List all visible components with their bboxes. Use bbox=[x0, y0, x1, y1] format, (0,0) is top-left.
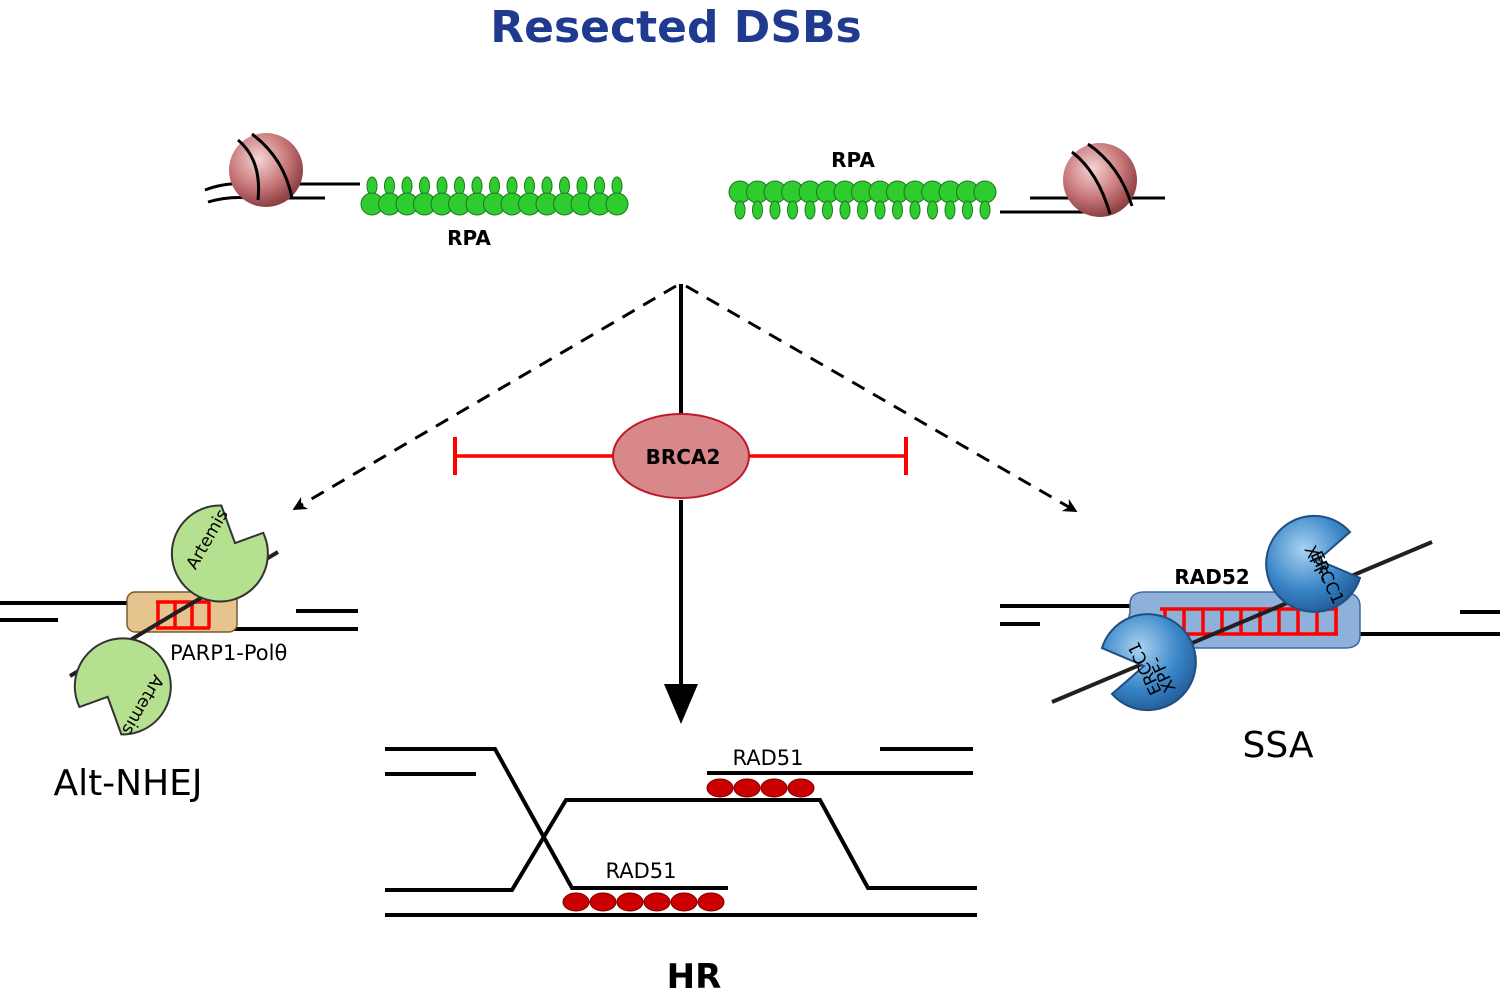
rad51-label-top: RAD51 bbox=[733, 746, 804, 770]
brca2-label: BRCA2 bbox=[646, 445, 721, 469]
nucleosome-icon bbox=[229, 132, 303, 207]
hr-label: HR bbox=[667, 957, 722, 997]
parp-pol-label: PARP1-Polθ bbox=[170, 641, 287, 665]
brca2-node bbox=[612, 413, 750, 499]
pathway-arrows bbox=[292, 284, 1078, 724]
nucleosome-icon bbox=[1063, 142, 1137, 217]
hr-pathway: RAD51 RAD51 HR bbox=[385, 746, 977, 997]
annealed-microhomology bbox=[156, 600, 211, 630]
rad51-label-bottom: RAD51 bbox=[606, 859, 677, 883]
rpa-label-right: RPA bbox=[831, 148, 875, 172]
rad52-label: RAD52 bbox=[1174, 565, 1249, 589]
alt-nhej-label: Alt-NHEJ bbox=[53, 763, 202, 804]
ssa-label: SSA bbox=[1243, 725, 1314, 766]
xpf-ercc1-enzyme-icon: XPF- ERCC1 bbox=[1265, 514, 1362, 613]
left-resected-end: RPA bbox=[204, 132, 629, 250]
xpf-ercc1-enzyme-icon: XPF- ERCC1 bbox=[1100, 613, 1197, 712]
rpa-protein-icon bbox=[728, 180, 997, 220]
rpa-label-left: RPA bbox=[447, 226, 491, 250]
rad51-filament-icon bbox=[562, 892, 725, 912]
right-resected-end: RPA bbox=[728, 142, 1165, 220]
annealed-repeats bbox=[1160, 607, 1338, 636]
ssa-pathway: RAD52 XPF- ERCC1 XPF- ERCC1 SSA bbox=[1000, 514, 1500, 766]
rad51-filament-icon bbox=[706, 778, 815, 798]
alt-nhej-dashed-arrow bbox=[292, 284, 677, 511]
hr-arrowhead bbox=[664, 684, 698, 724]
alt-nhej-pathway: Artemis Artemis PARP1-Polθ Alt-NHEJ bbox=[0, 504, 358, 804]
ssa-dashed-arrow bbox=[685, 284, 1078, 512]
artemis-enzyme-icon: Artemis bbox=[73, 637, 172, 738]
rpa-protein-icon bbox=[360, 176, 629, 216]
brca2-inhibition: BRCA2 bbox=[453, 413, 908, 499]
artemis-enzyme-icon: Artemis bbox=[170, 504, 269, 603]
diagram-title: Resected DSBs bbox=[490, 2, 861, 53]
